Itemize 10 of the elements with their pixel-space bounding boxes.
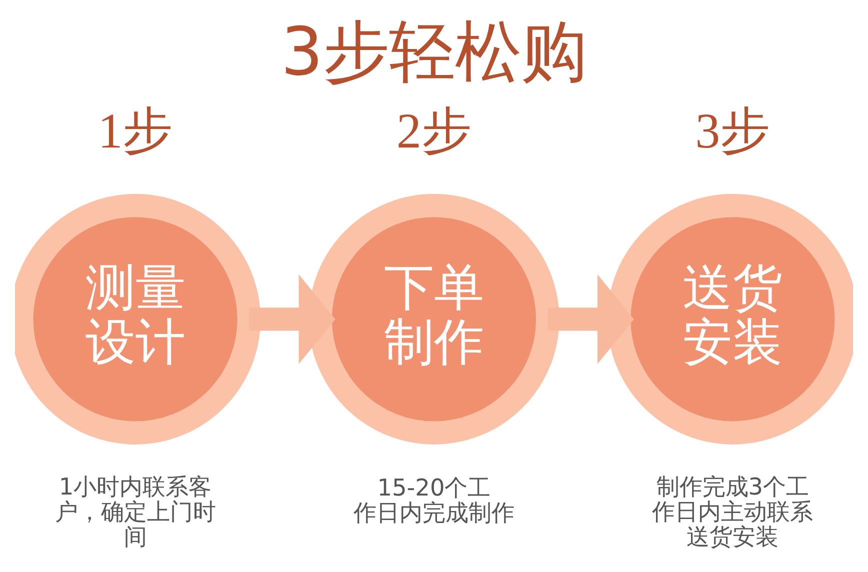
node-circle: 测量设计 xyxy=(15,194,261,444)
node-label: 制作完成3个工作日内主动联系送货安装 xyxy=(652,474,814,550)
arrow xyxy=(249,274,336,364)
node-label: 1步 xyxy=(98,103,173,158)
node-label: 3步 xyxy=(695,103,770,158)
node-label: 15-20个工作日内完成制作 xyxy=(354,474,514,526)
node-label: 1小时内联系客户，确定上门时间 xyxy=(54,474,216,550)
node-label: 2步 xyxy=(396,103,472,158)
arrow xyxy=(548,274,634,364)
diagram-title: 3步轻松购 xyxy=(280,12,588,90)
